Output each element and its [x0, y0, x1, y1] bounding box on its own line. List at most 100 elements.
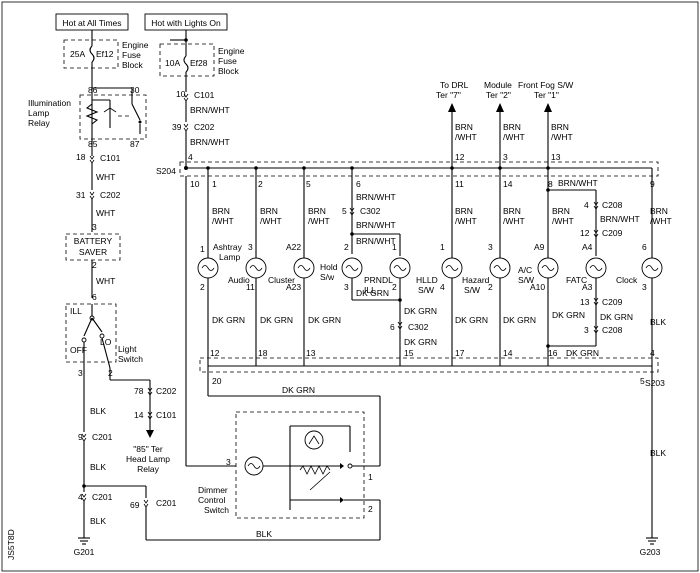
- relay-pin-87: 87: [130, 139, 140, 149]
- hot-with-lights-on-label: Hot with Lights On: [151, 18, 221, 28]
- c302-pin-5: 5: [342, 206, 347, 216]
- wire-brn-wht-c4b: BRN/WHT: [356, 220, 396, 230]
- s204-pin-1: 1: [212, 179, 217, 189]
- s204-pin-8: 8: [548, 179, 553, 189]
- wire-dkgrn-c5b: DK GRN: [404, 337, 437, 347]
- ef12-amp: 25A: [70, 49, 85, 59]
- headlamp-relay-label-2: Head Lamp: [126, 454, 170, 464]
- s203-pin-18: 18: [258, 348, 268, 358]
- c202-pin-right: 39: [172, 122, 182, 132]
- relay-pin-85: 85: [88, 139, 98, 149]
- wire-brn-c8c: /WHT: [552, 216, 574, 226]
- wire-brn-top-3b: /WHT: [551, 132, 573, 142]
- wire-brn-c1a: BRN: [212, 206, 230, 216]
- hlld-label-2: S/W: [418, 285, 434, 295]
- c101-label-left: C101: [100, 153, 121, 163]
- ef28-fuse-block: [159, 43, 215, 77]
- dimmer-rheostat-icon: [299, 465, 331, 475]
- wire-dkgrn-c3: DK GRN: [308, 315, 341, 325]
- relay-label-2: Lamp: [28, 108, 50, 118]
- light-switch-label-1: Light: [118, 344, 137, 354]
- headlamp-arrow-icon: [146, 430, 154, 438]
- s204-pin-4: 4: [188, 152, 193, 162]
- ef12-id: Ef12: [96, 49, 114, 59]
- wire-brn-wht-c4c: BRN/WHT: [356, 236, 396, 246]
- wire-blk-clock: BLK: [650, 317, 666, 327]
- relay-coil-icon: [85, 103, 99, 125]
- fog-label-1: Front Fog S/W: [518, 80, 573, 90]
- hlld-pin-4: 4: [440, 282, 445, 292]
- wire-dkgrn-c8: DK GRN: [552, 310, 585, 320]
- s203-pin-13: 13: [306, 348, 316, 358]
- wire-dkgrn-c1: DK GRN: [212, 315, 245, 325]
- c201-label-1: C201: [92, 432, 113, 442]
- ef12-fuse-block: [63, 39, 119, 69]
- wire-dkgrn-c2: DK GRN: [260, 315, 293, 325]
- wire-brn-wht-1: BRN/WHT: [190, 105, 230, 115]
- wire-dkgrn-c9b: DK GRN: [566, 348, 599, 358]
- s204-pin-6: 6: [356, 179, 361, 189]
- hold-label-2: S/w: [320, 272, 335, 282]
- c208-pin-4: 4: [584, 200, 589, 210]
- wire-brn-c8a: BRN: [552, 206, 570, 216]
- hazard-pin-2: 2: [488, 282, 493, 292]
- headlamp-relay-label-1: "85" Ter: [133, 444, 163, 454]
- wire-brn-wht-c4: BRN/WHT: [356, 192, 396, 202]
- drl-module-label-2: Ter "2": [486, 90, 511, 100]
- dimmer-indicator-icon: [304, 430, 324, 450]
- dimmer-pin-2: 2: [368, 504, 373, 514]
- s203-pin-20: 20: [212, 376, 222, 386]
- engine-fuse-label-6: Block: [218, 66, 240, 76]
- relay-label-1: Illumination: [28, 98, 71, 108]
- relay-pin-86: 86: [88, 85, 98, 95]
- battery-saver-pin-2: 2: [92, 260, 97, 270]
- figure-code: JS5T8D: [6, 529, 16, 560]
- c202-label-right: C202: [194, 122, 215, 132]
- c302-label-2: C302: [408, 322, 429, 332]
- drl-module-label-1: Module: [484, 80, 512, 90]
- wire-brn-top-1a: BRN: [455, 122, 473, 132]
- drl-arrow-icon: [448, 103, 456, 112]
- wire-blk-1: BLK: [90, 406, 106, 416]
- c101-label-right: C101: [194, 90, 215, 100]
- engine-fuse-label-1: Engine: [122, 40, 149, 50]
- s203-pin-16: 16: [548, 348, 558, 358]
- wire-dkgrn-c4: DK GRN: [356, 288, 389, 298]
- s204-pin-2: 2: [258, 179, 263, 189]
- ac-label-2: S/W: [518, 275, 534, 285]
- splice-s203-box: [199, 357, 659, 373]
- dimmer-label-2: Control: [198, 495, 226, 505]
- wire-wht-1: WHT: [96, 172, 115, 182]
- dimmer-pin-3: 3: [226, 457, 231, 467]
- c208-label-1: C208: [602, 200, 623, 210]
- audio-pin-11: 11: [246, 282, 255, 292]
- fog-label-2: Ter "1": [534, 90, 559, 100]
- s203-pin-15: 15: [404, 348, 414, 358]
- relay-pin-30: 30: [130, 85, 140, 95]
- wire-dkgrn-dimmer: DK GRN: [282, 385, 315, 395]
- wire-brn-c3a: BRN: [308, 206, 326, 216]
- light-switch-ill: ILL: [70, 306, 82, 316]
- c202-pin-78: 78: [134, 386, 144, 396]
- ef28-fuse-icon: [183, 55, 189, 73]
- c101-pin-14: 14: [134, 410, 144, 420]
- wire-dkgrn-c7: DK GRN: [503, 315, 536, 325]
- c101-pin-right: 10: [176, 89, 186, 99]
- hold-pin-3: 3: [344, 282, 349, 292]
- light-switch-off: OFF: [70, 345, 87, 355]
- wire-brn-top-2a: BRN: [503, 122, 521, 132]
- wire-brn-wht-c8b: BRN/WHT: [600, 214, 640, 224]
- s203-pin-17: 17: [455, 348, 465, 358]
- light-switch-box: [65, 303, 117, 363]
- c202-pin-left: 31: [76, 190, 86, 200]
- s204-label: S204: [156, 166, 176, 176]
- wire-blk-3: BLK: [90, 516, 106, 526]
- fatc-label: FATC: [566, 275, 587, 285]
- dimmer-label-1: Dimmer: [198, 485, 228, 495]
- c101-pin-left: 18: [76, 152, 86, 162]
- prndl-label-1: PRNDL: [364, 275, 393, 285]
- s204-pin-5: 5: [306, 179, 311, 189]
